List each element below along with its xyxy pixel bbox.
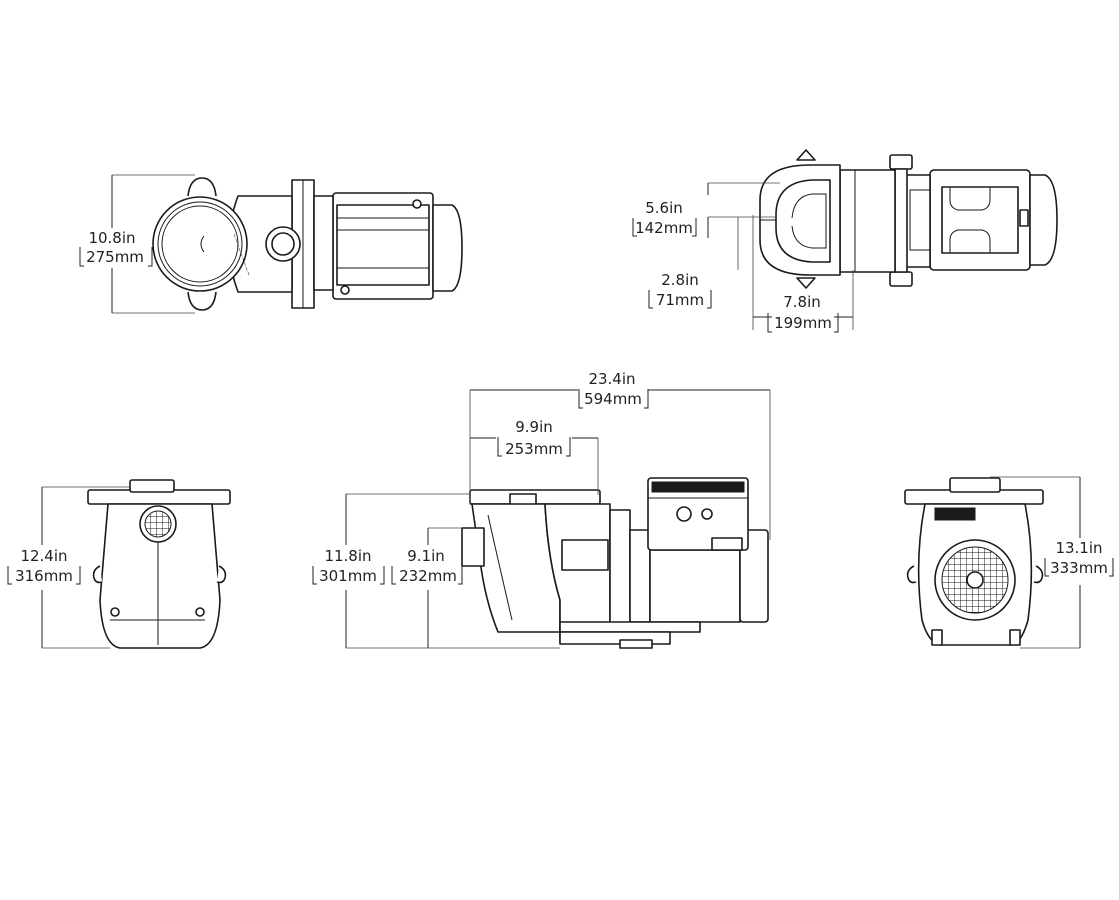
dim-13-1-mm: 333mm <box>1050 559 1108 577</box>
dim-5-6-inch: 5.6in <box>645 199 683 217</box>
dim-11-8-inch: 11.8in <box>324 547 371 565</box>
dim-5-6-mm: 142mm <box>635 219 693 237</box>
dim-top-height-mm: 275mm <box>86 248 144 266</box>
dim-23-4-mm: 594mm <box>584 390 642 408</box>
dim-11-8-mm: 301mm <box>319 567 377 585</box>
dim-2-8-mm: 71mm <box>656 291 704 309</box>
dim-9-1-mm: 232mm <box>399 567 457 585</box>
dim-13-1-inch: 13.1in <box>1055 539 1102 557</box>
dim-12-4-mm: 316mm <box>15 567 73 585</box>
dim-2-8-inch: 2.8in <box>661 271 699 289</box>
dim-23-4-inch: 23.4in <box>588 370 635 388</box>
front-view <box>87 479 231 649</box>
top-right-view <box>759 149 1058 289</box>
dim-12-4-inch: 12.4in <box>20 547 67 565</box>
dim-7-8-mm: 199mm <box>774 314 832 332</box>
dim-top-height-inch: 10.8in <box>88 229 135 247</box>
dim-9-9-mm: 253mm <box>505 440 563 458</box>
dim-front-height: 12.4in 316mm <box>7 486 130 649</box>
dim-7-8-inch: 7.8in <box>783 293 821 311</box>
top-view: ~~~~~~~~~ <box>152 177 463 311</box>
dim-9-1-inch: 9.1in <box>407 547 445 565</box>
dim-9-9-inch: 9.9in <box>515 418 553 436</box>
dim-top-right: 5.6in 142mm 2.8in 71mm 7.8in 199mm <box>632 182 854 333</box>
dim-rear-height: 13.1in 333mm <box>990 476 1114 649</box>
side-view <box>461 477 769 649</box>
dim-side: 23.4in 594mm 9.9in 253mm 11.8in 301mm 9.… <box>312 370 771 649</box>
rear-view <box>904 477 1044 646</box>
dim-top-height: 10.8in 275mm <box>79 174 195 314</box>
